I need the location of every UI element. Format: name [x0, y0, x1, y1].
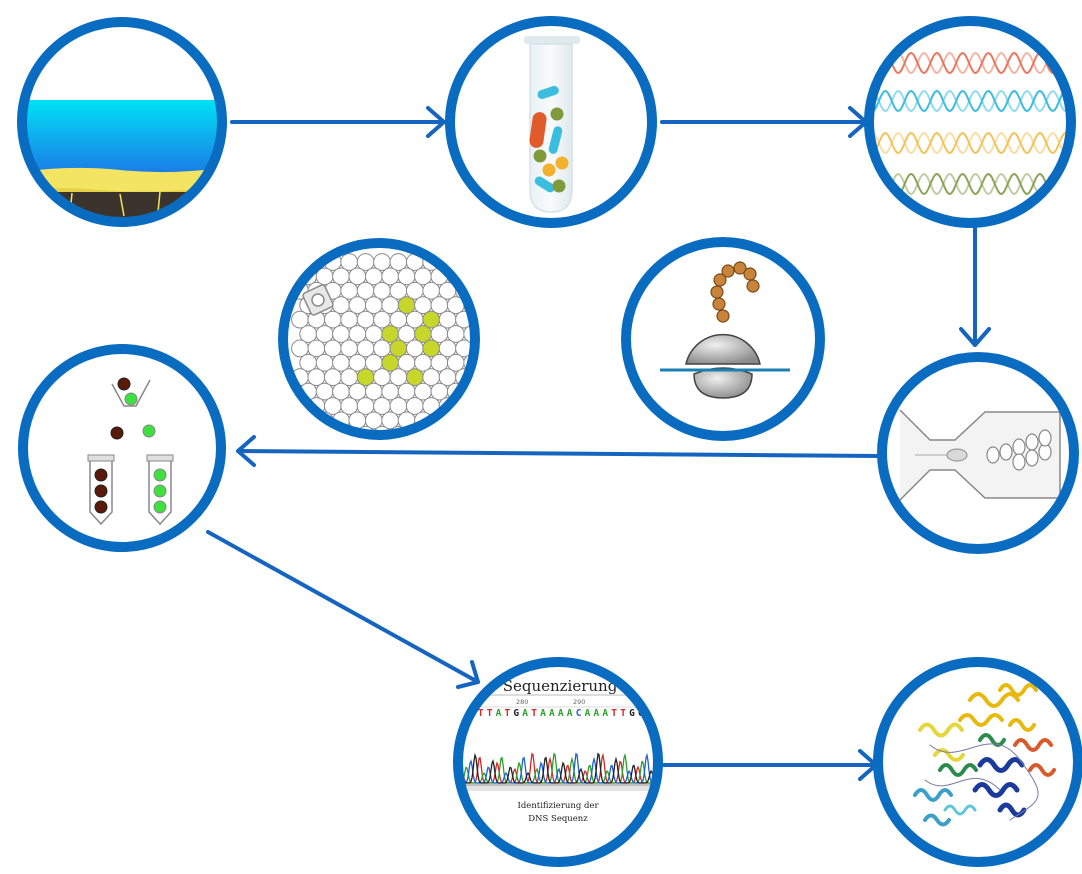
arrows — [206, 106, 991, 781]
base-letter: T — [478, 708, 484, 719]
cell — [463, 411, 475, 430]
cell — [488, 311, 505, 328]
base-letter: T — [505, 708, 511, 719]
cell — [480, 297, 497, 314]
ocean-sample-icon — [17, 17, 227, 227]
dna-waves-icon — [864, 16, 1076, 228]
tick-left: 280 — [516, 698, 528, 706]
sequencing-title: Sequenzierung — [503, 677, 618, 695]
protein-structure-icon — [873, 657, 1082, 867]
cell — [471, 397, 475, 415]
base-letter: A — [602, 708, 608, 719]
base-letter: T — [531, 708, 537, 719]
cell — [488, 340, 505, 357]
ring-3 — [864, 16, 1076, 228]
cell — [291, 253, 309, 271]
wave-cyan — [869, 89, 1071, 113]
ring-6 — [877, 352, 1079, 554]
base-letter: T — [620, 708, 626, 719]
base-letter: G — [513, 708, 519, 719]
cell — [480, 268, 497, 285]
cell-array-icon — [278, 238, 514, 443]
cell — [488, 369, 505, 386]
chromatogram-trace — [460, 752, 658, 784]
chromatogram-trace — [460, 752, 658, 784]
ring-8 — [453, 657, 663, 867]
cell — [446, 411, 465, 430]
cell-sorting-icon — [18, 344, 226, 552]
ring-1 — [17, 17, 227, 227]
ribosome-icon — [621, 237, 825, 441]
sequencing-caption-line2: DNS Sequenz — [528, 814, 588, 824]
cell — [422, 425, 441, 435]
base-letter: A — [594, 708, 600, 719]
base-letter: A — [567, 708, 573, 719]
arrow-6-to-7 — [236, 435, 882, 467]
cell — [497, 297, 514, 314]
cell — [488, 282, 505, 299]
cell — [480, 354, 497, 371]
arrow-1-to-2 — [230, 106, 446, 138]
cell — [497, 268, 514, 285]
test-tube-icon — [445, 16, 657, 228]
base-letter: A — [585, 708, 591, 719]
arrow-7-to-8 — [206, 530, 480, 689]
ring-5 — [621, 237, 825, 441]
cell — [497, 326, 514, 343]
cell — [471, 425, 475, 435]
base-letter: T — [487, 708, 493, 719]
arrow-2-to-3 — [660, 106, 868, 138]
cell — [497, 412, 514, 429]
base-letter: G — [629, 708, 635, 719]
cell — [480, 383, 497, 400]
arrow-3-to-6 — [959, 224, 991, 347]
wave-yellow — [869, 131, 1071, 155]
base-letter: A — [558, 708, 564, 719]
tick-right: 290 — [573, 698, 585, 706]
cell — [497, 383, 514, 400]
cell — [480, 326, 497, 343]
cell — [438, 425, 457, 435]
cell — [488, 426, 505, 443]
cell — [455, 425, 473, 435]
base-letter: A — [549, 708, 555, 719]
base-letter: T — [611, 708, 617, 719]
base-letter: T — [656, 708, 662, 719]
cell — [455, 253, 473, 271]
cell — [480, 412, 497, 429]
sequencing-caption-line1: Identifizierung der — [517, 801, 599, 811]
cell — [291, 425, 309, 435]
cell — [307, 425, 326, 435]
microfluidic-droplet-icon — [877, 352, 1079, 554]
ring-7 — [18, 344, 226, 552]
ring-9 — [873, 657, 1082, 867]
cell — [471, 253, 475, 271]
wave-red-2 — [869, 51, 1071, 75]
wave-yellow-2 — [869, 131, 1071, 155]
ring-2 — [445, 16, 657, 228]
cell — [497, 354, 514, 371]
base-letter: A — [540, 708, 546, 719]
base-letter: A — [496, 708, 502, 719]
cell — [488, 398, 505, 415]
cell — [471, 281, 475, 300]
wave-cyan-2 — [869, 89, 1071, 113]
arrow-8-to-9 — [662, 749, 878, 781]
cell — [488, 254, 505, 271]
base-letter: A — [522, 708, 528, 719]
cell — [463, 267, 475, 286]
ring-4 — [278, 238, 480, 440]
base-letter: C — [576, 708, 582, 719]
